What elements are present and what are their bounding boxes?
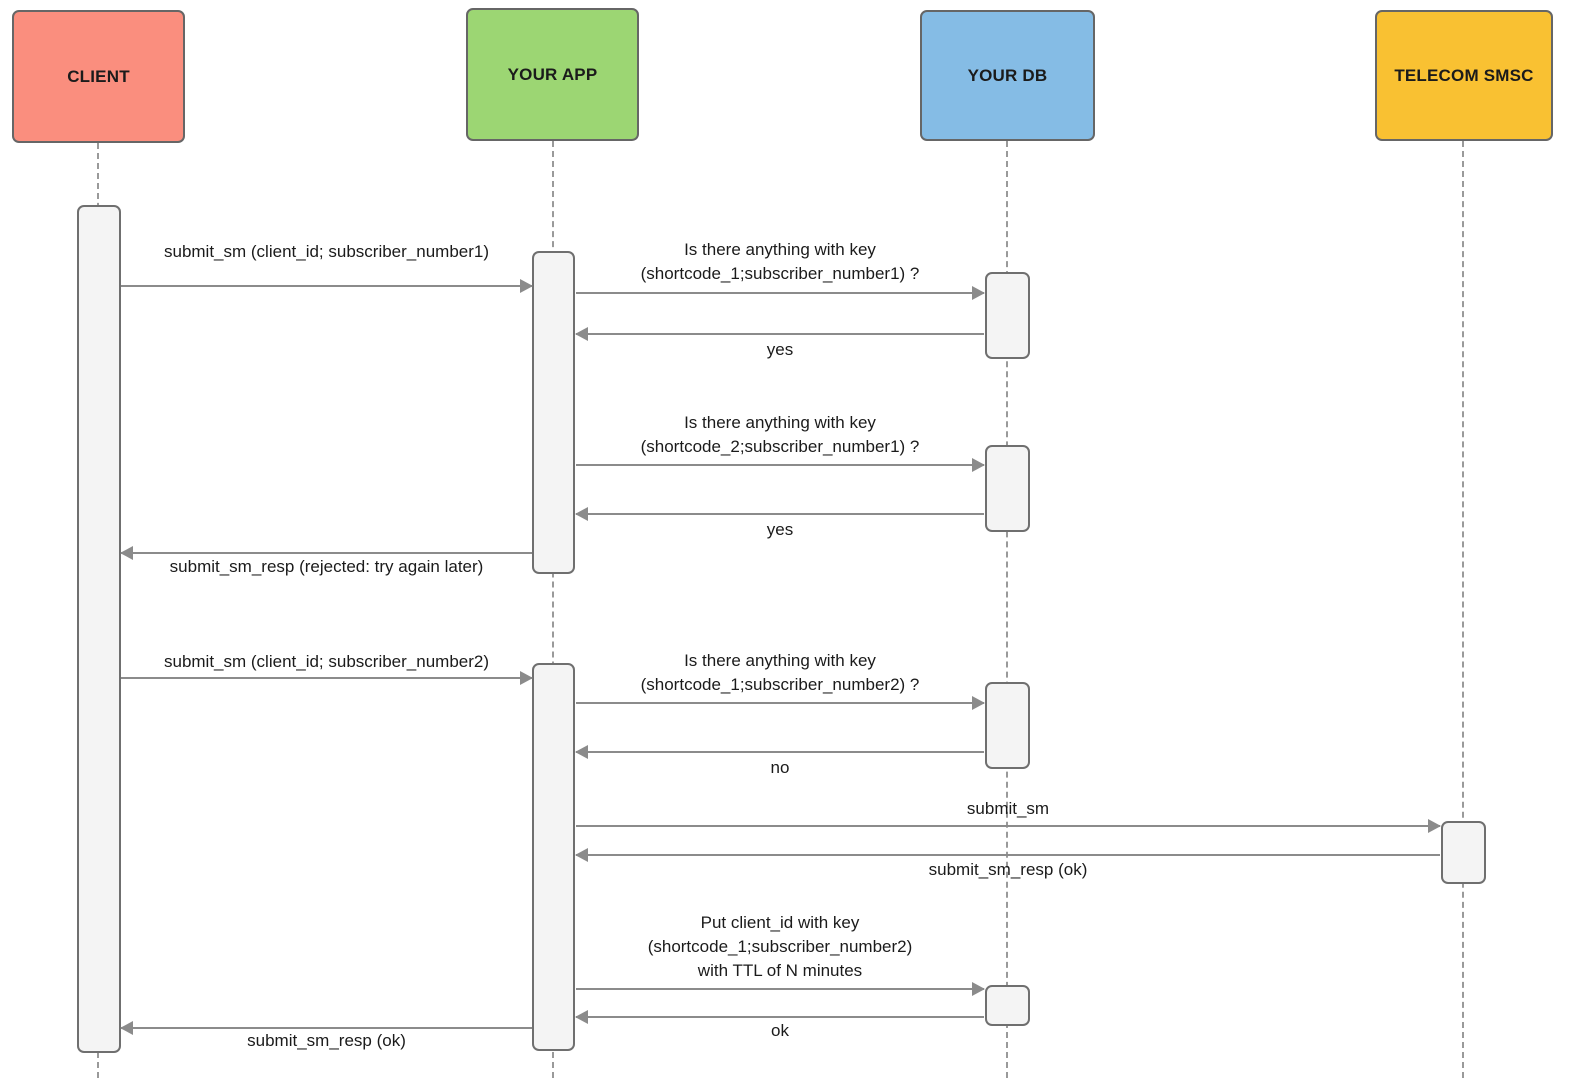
- arrowhead-right-icon: [520, 279, 533, 293]
- message-label-m13: ok: [771, 1021, 789, 1040]
- lifeline-smsc: [1462, 141, 1464, 1078]
- arrowhead-left-icon: [575, 745, 588, 759]
- lifeline-db: [1006, 141, 1008, 1078]
- arrowhead-left-icon: [120, 546, 133, 560]
- message-label-m12: Put client_id with key (shortcode_1;subs…: [647, 913, 913, 980]
- message-label-m1: submit_sm (client_id; subscriber_number1…: [163, 242, 490, 261]
- message-arrow-m12: [576, 982, 985, 996]
- participant-box-client[interactable]: CLIENT: [12, 10, 185, 143]
- message-label-m6: submit_sm_resp (rejected: try again late…: [169, 557, 484, 576]
- message-arrow-m7: [121, 671, 533, 685]
- participant-label-smsc: TELECOM SMSC: [1394, 65, 1534, 85]
- arrowhead-right-icon: [972, 982, 985, 996]
- message-arrow-m11: [575, 848, 1440, 862]
- activation-bar-db: [985, 272, 1030, 359]
- participant-box-smsc[interactable]: TELECOM SMSC: [1375, 10, 1553, 141]
- lifeline-app: [552, 141, 554, 1078]
- arrowhead-left-icon: [575, 327, 588, 341]
- arrowhead-right-icon: [520, 671, 533, 685]
- activation-bar-db: [985, 682, 1030, 769]
- arrowhead-right-icon: [972, 458, 985, 472]
- activation-bar-db: [985, 985, 1030, 1026]
- message-label-m11: submit_sm_resp (ok): [928, 860, 1088, 879]
- message-label-m4: Is there anything with key (shortcode_2;…: [640, 413, 920, 456]
- participant-box-app[interactable]: YOUR APP: [466, 8, 639, 141]
- message-arrow-m8: [576, 696, 985, 710]
- message-arrow-m2: [576, 286, 985, 300]
- arrowhead-left-icon: [575, 507, 588, 521]
- message-arrow-m9: [575, 745, 984, 759]
- message-label-m2: Is there anything with key (shortcode_1;…: [640, 240, 920, 283]
- message-label-m3: yes: [766, 340, 794, 359]
- activation-bar-app: [532, 251, 575, 574]
- activation-bar-client: [77, 205, 121, 1053]
- message-arrow-m3: [575, 327, 984, 341]
- activation-bar-smsc: [1441, 821, 1486, 884]
- arrowhead-left-icon: [575, 1010, 588, 1024]
- arrowhead-right-icon: [972, 286, 985, 300]
- arrowhead-left-icon: [120, 1021, 133, 1035]
- arrowhead-right-icon: [972, 696, 985, 710]
- message-label-m8: Is there anything with key (shortcode_1;…: [640, 651, 920, 694]
- message-label-m7: submit_sm (client_id; subscriber_number2…: [163, 652, 490, 671]
- activation-bar-db: [985, 445, 1030, 532]
- activation-bar-app: [532, 663, 575, 1051]
- message-arrow-m1: [121, 279, 533, 293]
- message-arrow-m13: [575, 1010, 984, 1024]
- participant-label-client: CLIENT: [67, 66, 130, 86]
- message-label-m5: yes: [766, 520, 794, 539]
- participant-label-db: YOUR DB: [967, 65, 1048, 85]
- message-arrow-m10: [576, 819, 1441, 833]
- message-label-m10: submit_sm: [966, 799, 1050, 818]
- message-label-m9: no: [770, 758, 790, 777]
- arrowhead-right-icon: [1428, 819, 1441, 833]
- participant-box-db[interactable]: YOUR DB: [920, 10, 1095, 141]
- participant-label-app: YOUR APP: [507, 64, 598, 84]
- message-arrow-m5: [575, 507, 984, 521]
- message-arrow-m4: [576, 458, 985, 472]
- message-arrow-m6: [120, 546, 532, 560]
- message-label-m14: submit_sm_resp (ok): [247, 1031, 406, 1050]
- arrowhead-left-icon: [575, 848, 588, 862]
- message-arrow-m14: [120, 1021, 532, 1035]
